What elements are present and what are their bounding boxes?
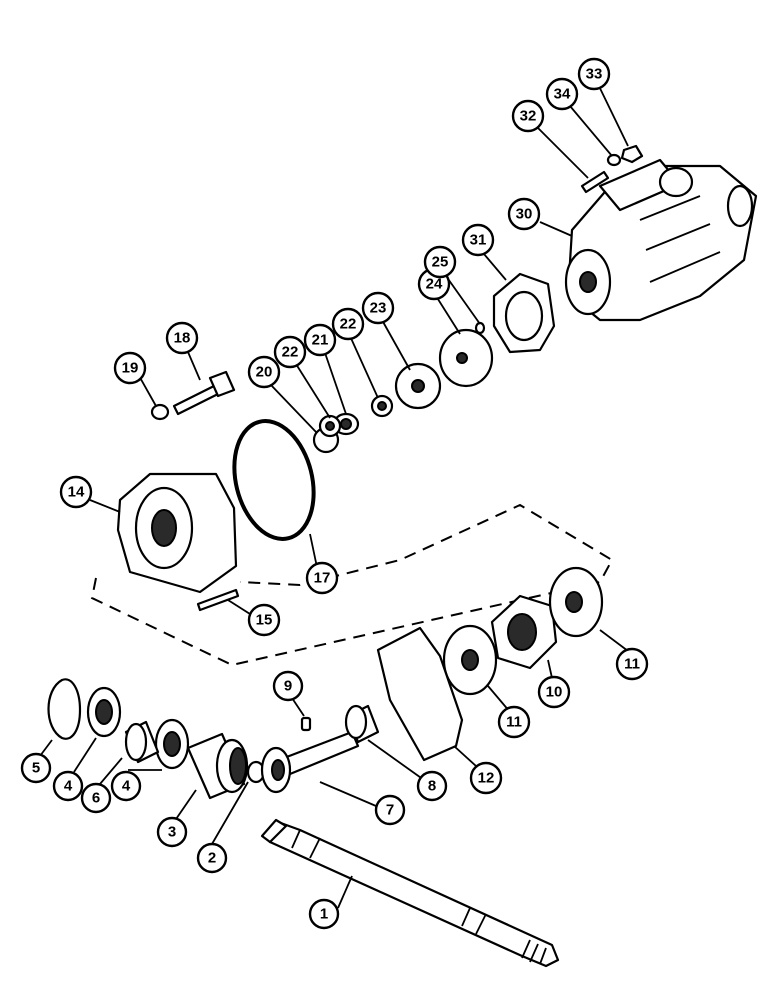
svg-text:1: 1: [320, 906, 328, 923]
svg-text:5: 5: [32, 760, 40, 777]
callout-3: 3: [156, 816, 188, 848]
callout-1: 1: [308, 898, 340, 930]
ball-bearing-upper: [86, 686, 122, 738]
callout-11-upper: 11: [615, 647, 649, 681]
svg-text:6: 6: [92, 790, 100, 807]
callout-23: 23: [361, 291, 395, 325]
callout-10: 10: [537, 675, 571, 709]
svg-text:14: 14: [68, 484, 85, 501]
svg-text:22: 22: [340, 316, 357, 333]
svg-text:32: 32: [520, 108, 537, 125]
callout-12: 12: [469, 761, 503, 795]
callout-11-lower: 11: [497, 705, 531, 739]
callout-2: 2: [196, 842, 228, 874]
svg-text:34: 34: [554, 86, 571, 103]
pinion-gear: [186, 732, 249, 800]
threaded-stud: [580, 170, 610, 194]
bolt: [172, 370, 236, 416]
svg-text:31: 31: [470, 232, 487, 249]
svg-text:30: 30: [516, 206, 533, 223]
pressure-plate: [394, 362, 442, 410]
svg-text:19: 19: [122, 360, 139, 377]
shaft: [260, 818, 560, 968]
dowel-pin: [196, 588, 240, 612]
svg-text:7: 7: [386, 802, 394, 819]
callout-17: 17: [305, 561, 339, 595]
callout-6: 6: [80, 782, 112, 814]
retaining-ring: [47, 678, 82, 740]
callout-25: 25: [423, 245, 457, 279]
svg-text:15: 15: [256, 612, 273, 629]
callout-18: 18: [165, 321, 199, 355]
o-ring: [232, 419, 316, 541]
svg-text:4: 4: [64, 778, 73, 795]
callout-22-lower: 22: [273, 335, 307, 369]
woodruff-key: [300, 716, 312, 732]
callout-34: 34: [545, 77, 579, 111]
hydraulic-pump-assembly: [564, 158, 758, 322]
pump-gasket: [492, 272, 556, 354]
callout-9: 9: [272, 670, 304, 702]
locating-pin: [474, 321, 486, 335]
port-plate-upper: [548, 566, 604, 638]
callout-4-upper: 4: [52, 770, 84, 802]
callout-7: 7: [374, 794, 406, 826]
callout-22-upper: 22: [331, 307, 365, 341]
callout-14: 14: [59, 475, 93, 509]
gasket-plate: [376, 626, 464, 762]
adapter-plate: [438, 328, 494, 388]
svg-text:33: 33: [586, 66, 603, 83]
callout-33: 33: [577, 57, 611, 91]
callout-19: 19: [113, 351, 147, 385]
svg-text:11: 11: [506, 714, 522, 731]
washer: [150, 403, 170, 421]
svg-text:24: 24: [426, 276, 443, 293]
callout-5: 5: [20, 752, 52, 784]
port-plate-lower: [442, 624, 498, 696]
pump-housing: [116, 472, 238, 594]
svg-text:21: 21: [312, 332, 329, 349]
callout-30: 30: [507, 197, 541, 231]
svg-text:22: 22: [282, 344, 299, 361]
callout-4-lower: 4: [110, 770, 142, 802]
gerotor-rotor: [490, 594, 558, 670]
svg-text:17: 17: [314, 570, 331, 587]
svg-text:2: 2: [208, 850, 216, 867]
svg-text:20: 20: [256, 364, 273, 381]
svg-text:12: 12: [478, 770, 495, 787]
callout-15: 15: [247, 603, 281, 637]
svg-text:3: 3: [168, 824, 176, 841]
svg-text:18: 18: [174, 330, 191, 347]
svg-text:23: 23: [370, 300, 387, 317]
needle-bearing: [344, 704, 380, 744]
svg-text:4: 4: [122, 778, 131, 795]
ball-bearing-lower: [154, 718, 190, 770]
callout-20: 20: [247, 355, 281, 389]
svg-text:9: 9: [284, 678, 292, 695]
svg-text:10: 10: [546, 684, 563, 701]
svg-text:8: 8: [428, 778, 436, 795]
hex-nut: [620, 144, 644, 164]
thrust-washer-upper: [370, 394, 394, 418]
thrust-washer-lower: [318, 414, 342, 438]
callout-8: 8: [416, 770, 448, 802]
spacer-sleeve: [124, 720, 160, 764]
svg-text:11: 11: [624, 656, 640, 673]
svg-text:25: 25: [432, 254, 449, 271]
gear-shaft: [260, 730, 360, 794]
callout-32: 32: [511, 99, 545, 133]
callout-31: 31: [461, 223, 495, 257]
callout-21: 21: [303, 323, 337, 357]
lock-washer: [606, 153, 622, 167]
